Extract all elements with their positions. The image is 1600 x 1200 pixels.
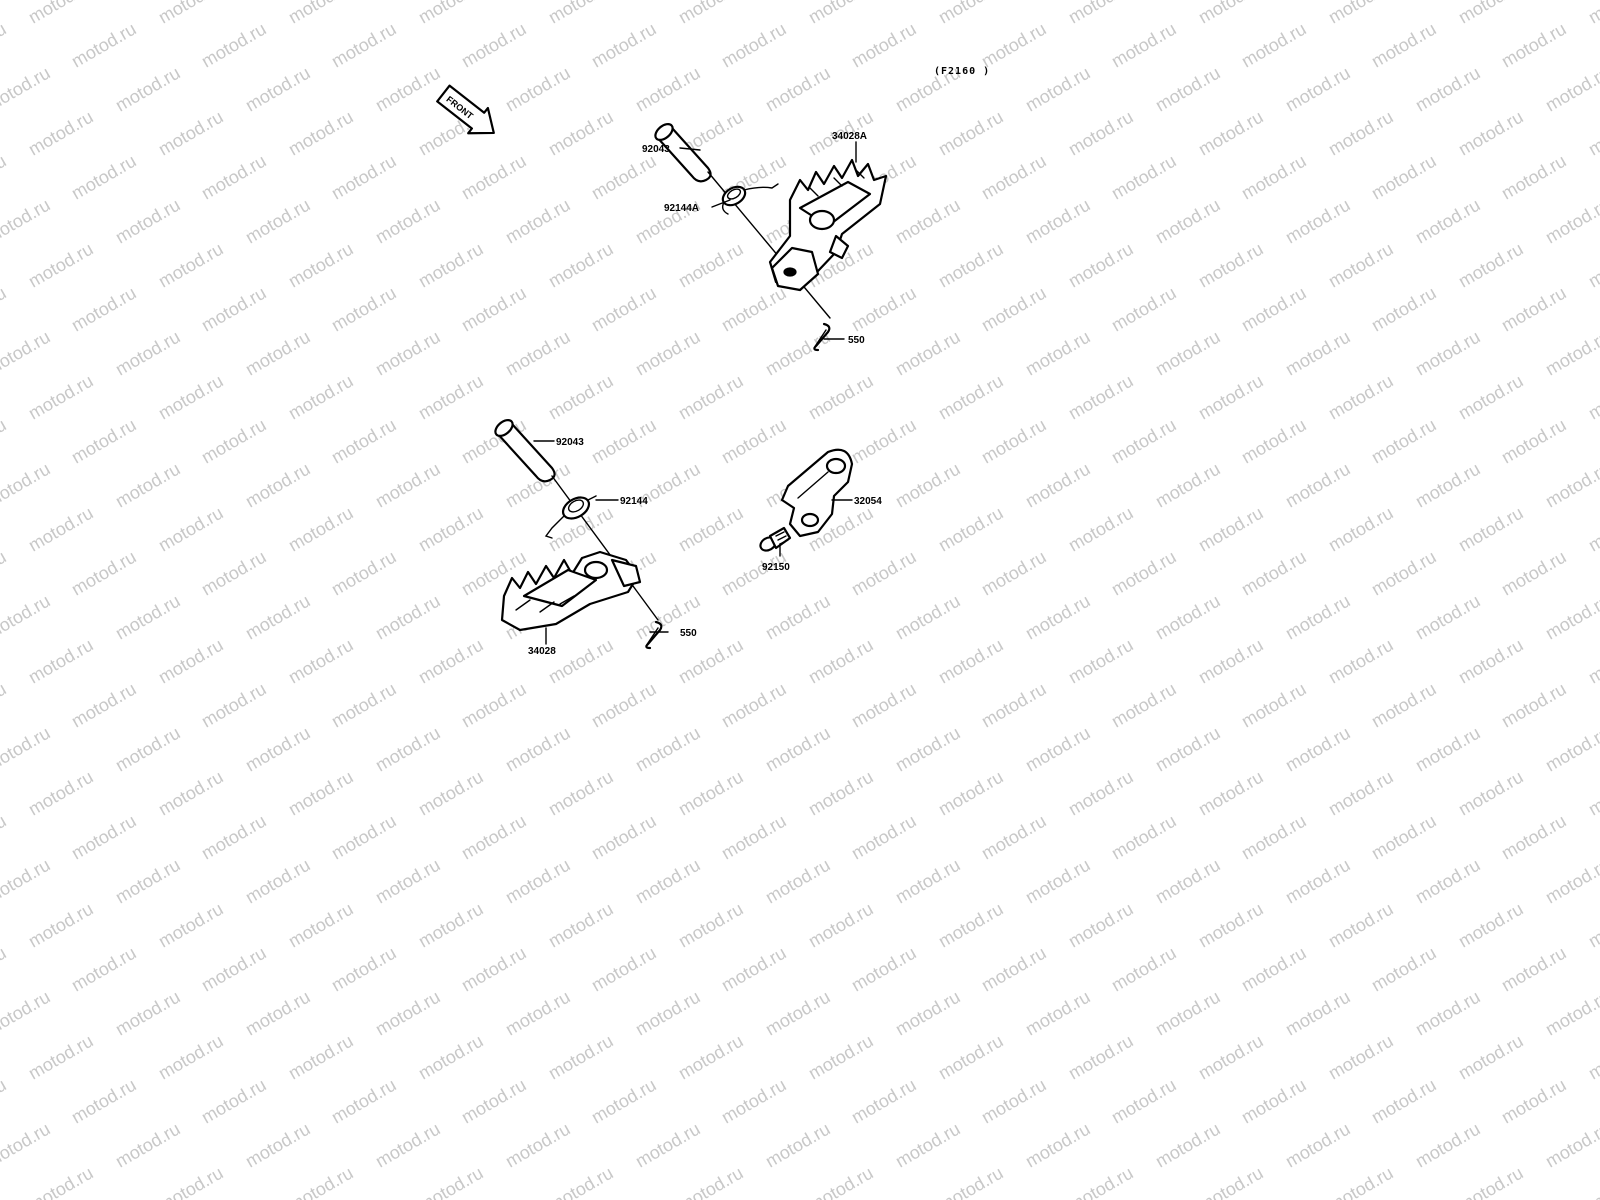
pin-92043-bottom <box>494 418 556 483</box>
diagram-code: (F2160 ) <box>934 66 990 77</box>
leader-lines <box>533 141 857 645</box>
label-550-bottom: 550 <box>680 628 697 639</box>
label-550-top: 550 <box>848 335 865 346</box>
label-34028A: 34028A <box>832 131 867 142</box>
upper-footpeg-assembly <box>654 122 888 352</box>
bracket-32054 <box>780 448 854 538</box>
label-34028: 34028 <box>528 646 556 657</box>
label-92150: 92150 <box>762 562 790 573</box>
label-92043-top: 92043 <box>642 144 670 155</box>
bolt-92150 <box>759 526 792 552</box>
label-92144A: 92144A <box>664 203 699 214</box>
footpeg-34028 <box>500 550 642 632</box>
footpeg-34028A <box>768 158 888 292</box>
lower-footpeg-assembly <box>494 418 663 650</box>
pin-92043-top <box>654 122 712 183</box>
spring-92144 <box>544 495 597 539</box>
label-32054: 32054 <box>854 496 882 507</box>
cotter-pin-550-top <box>813 322 831 352</box>
front-arrow-icon: FRONT <box>436 84 495 135</box>
spring-92144A <box>721 183 779 215</box>
label-92043-bottom: 92043 <box>556 437 584 448</box>
label-92144: 92144 <box>620 496 648 507</box>
cotter-pin-550-bottom <box>645 620 663 650</box>
